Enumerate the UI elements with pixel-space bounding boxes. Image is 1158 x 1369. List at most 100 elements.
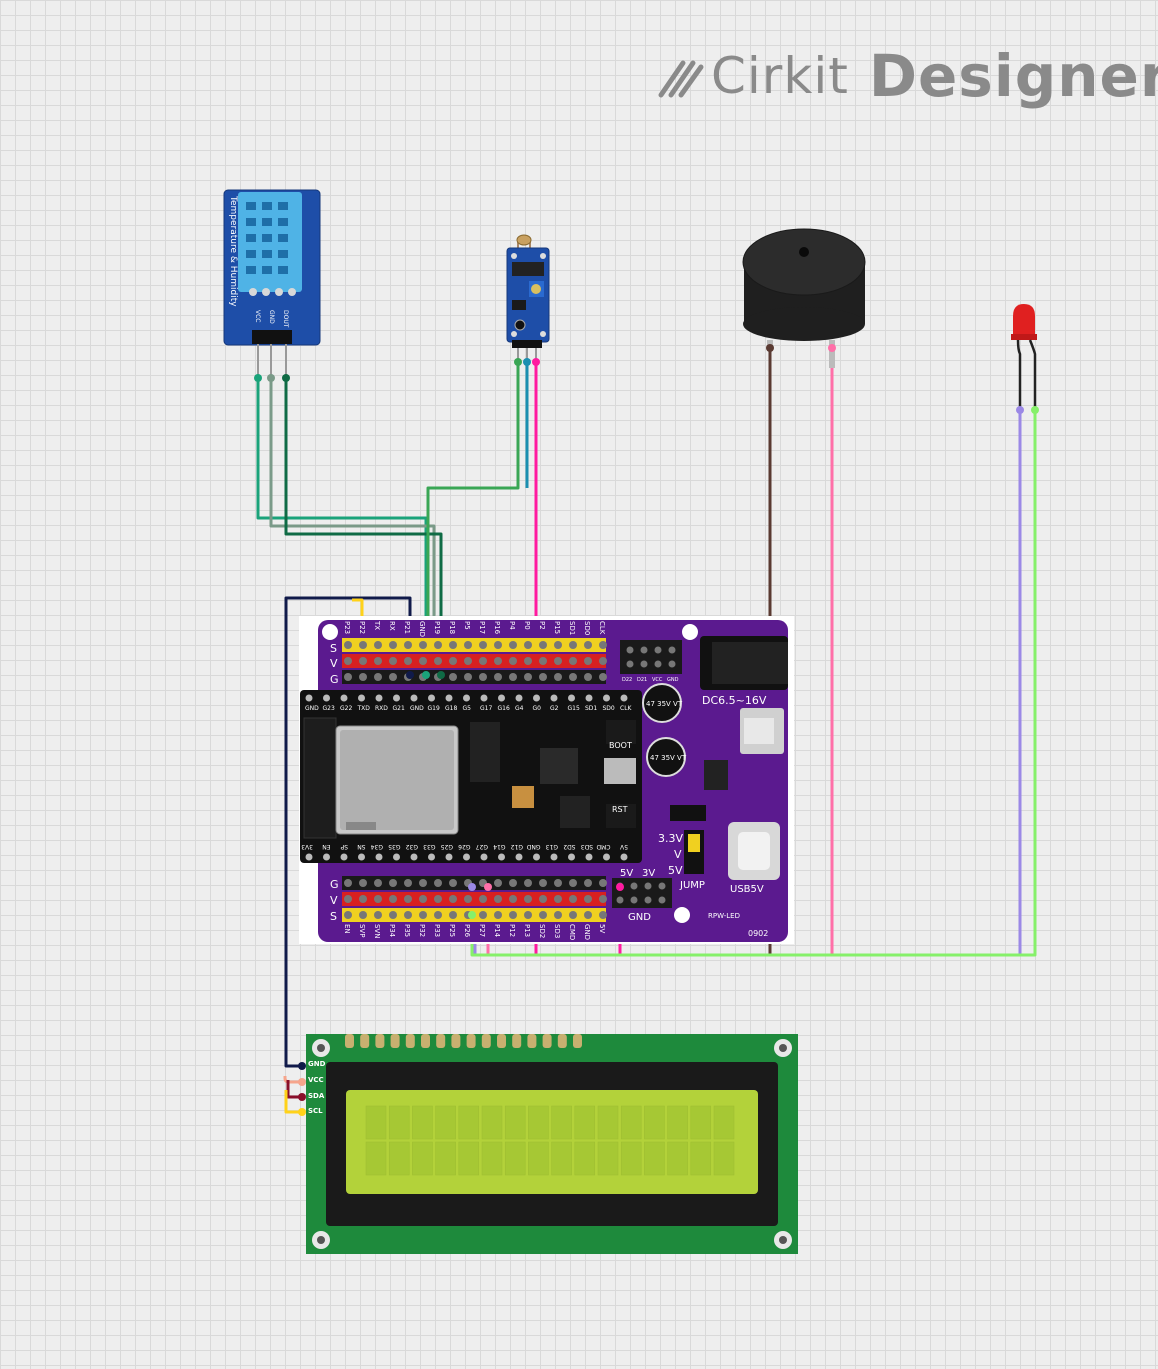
chip-pin[interactable] [620,694,628,702]
header-pin[interactable] [494,879,502,887]
chip-pin[interactable] [550,694,558,702]
header-pin[interactable] [539,657,547,665]
chip-pin[interactable] [375,853,383,861]
chip-pin[interactable] [463,853,470,861]
board-dot-p18[interactable] [437,671,445,679]
small-header-pin[interactable] [640,660,648,668]
header-pin[interactable] [539,641,547,649]
board-dot-p21[interactable] [406,671,414,679]
header-pin[interactable] [359,895,367,903]
board-dot-p19[interactable] [422,671,430,679]
chip-pin[interactable] [340,694,348,702]
header-pin[interactable] [449,911,457,919]
chip-pin[interactable] [533,694,540,702]
header-pin[interactable] [539,673,547,681]
chip-pin[interactable] [585,853,593,861]
header-pin[interactable] [509,895,517,903]
chip-pin[interactable] [515,694,523,702]
lcd-pin-gnd-dot[interactable] [298,1062,306,1070]
header-pin[interactable] [374,673,382,681]
header-pin[interactable] [419,641,427,649]
header-pin[interactable] [404,879,412,887]
header-pin[interactable] [449,879,457,887]
chip-pin[interactable] [550,853,558,861]
header-pin[interactable] [434,911,442,919]
header-pin[interactable] [509,879,517,887]
wire-lcd-sda[interactable] [286,1080,302,1099]
header-pin[interactable] [389,911,397,919]
header-pin[interactable] [344,657,352,665]
header-pin[interactable] [419,879,427,887]
header-pin[interactable] [344,673,352,681]
ldr-module[interactable] [506,234,550,366]
chip-pin[interactable] [498,694,505,702]
wire-dht-vcc[interactable] [256,378,428,675]
chip-pin[interactable] [463,694,470,702]
header-pin[interactable] [569,673,577,681]
header-pin[interactable] [374,895,382,903]
header-pin[interactable] [569,657,577,665]
chip-pin[interactable] [410,853,418,861]
chip-pin[interactable] [305,853,313,861]
small-header-pin[interactable] [654,660,662,668]
header-pin[interactable] [494,641,502,649]
header-pin[interactable] [449,895,457,903]
header-pin[interactable] [524,641,532,649]
header-pin[interactable] [554,879,562,887]
wire-lcd-scl[interactable] [284,1090,302,1114]
header-pin[interactable] [479,657,487,665]
board-dot-p27[interactable] [484,883,492,891]
chip-pin[interactable] [428,694,435,702]
led[interactable] [1011,304,1039,414]
ldr-pin-a-dot[interactable] [514,358,522,366]
chip-pin[interactable] [393,853,400,861]
header-pin[interactable] [479,673,487,681]
chip-pin[interactable] [358,694,365,702]
header-pin[interactable] [539,879,547,887]
power-header-pin[interactable] [616,896,624,904]
header-pin[interactable] [539,895,547,903]
dht-pin-gnd-dot[interactable] [267,374,275,382]
chip-pin[interactable] [323,694,330,702]
header-pin[interactable] [569,911,577,919]
header-pin[interactable] [359,673,367,681]
header-pin[interactable] [584,657,592,665]
header-pin[interactable] [404,895,412,903]
chip-pin[interactable] [603,853,610,861]
chip-pin[interactable] [340,853,348,861]
header-pin[interactable] [389,657,397,665]
header-pin[interactable] [524,673,532,681]
chip-pin[interactable] [620,853,628,861]
header-pin[interactable] [584,911,592,919]
header-pin[interactable] [509,911,517,919]
led-pin-anode-dot[interactable] [1031,406,1039,414]
power-header-pin[interactable] [644,896,652,904]
power-header-pin[interactable] [644,882,652,890]
header-pin[interactable] [569,641,577,649]
lcd-pin-scl-dot[interactable] [298,1108,306,1116]
header-pin[interactable] [539,911,547,919]
header-pin[interactable] [479,641,487,649]
header-pin[interactable] [434,641,442,649]
chip-pin[interactable] [393,694,400,702]
header-pin[interactable] [449,673,457,681]
board-dot-p26[interactable] [468,883,476,891]
header-pin[interactable] [554,657,562,665]
lcd-pin-sda-dot[interactable] [298,1093,306,1101]
led-pin-cathode-dot[interactable] [1016,406,1024,414]
power-header-pin[interactable] [658,896,666,904]
header-pin[interactable] [404,641,412,649]
wire-dht-gnd[interactable] [269,378,436,675]
header-pin[interactable] [524,657,532,665]
chip-pin[interactable] [428,853,435,861]
header-pin[interactable] [524,911,532,919]
chip-pin[interactable] [480,694,488,702]
header-pin[interactable] [599,911,607,919]
header-pin[interactable] [344,879,352,887]
chip-pin[interactable] [323,853,330,861]
header-pin[interactable] [374,879,382,887]
header-pin[interactable] [344,911,352,919]
header-pin[interactable] [344,895,352,903]
board-dot-sd2[interactable] [616,883,624,891]
